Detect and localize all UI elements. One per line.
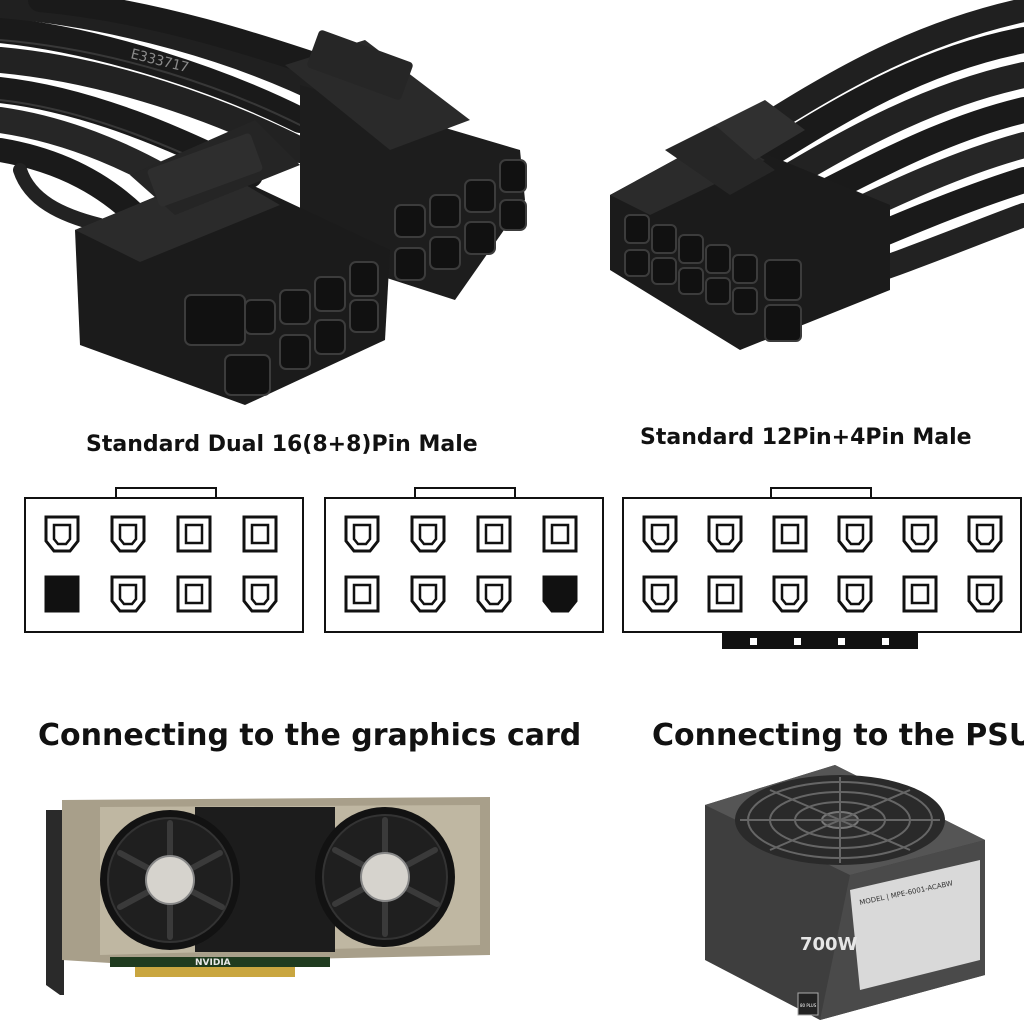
cable-bundle-left — [0, 0, 372, 242]
filled-pin-icon — [44, 575, 80, 613]
mid-8pin-diagram — [324, 497, 604, 633]
psu-caption: Connecting to the PSU — [652, 718, 1024, 753]
d-shaped-pin-icon — [837, 575, 873, 613]
psu-badge-icon — [797, 992, 819, 1016]
sense-pin-strip — [722, 633, 918, 649]
d-shaped-pin-icon — [967, 515, 1003, 553]
sense-pin-hole — [882, 638, 889, 645]
d-shaped-pin-icon — [44, 515, 80, 553]
psu-connector-pins — [624, 214, 802, 342]
mid-8pin-latch — [414, 487, 516, 499]
square-pin-icon — [242, 515, 278, 553]
right-12pin-diagram — [622, 497, 1022, 633]
d-shaped-pin-icon — [344, 515, 380, 553]
square-pin-icon — [542, 515, 578, 553]
filled-pin-icon — [542, 575, 578, 613]
dual-connector-label: Standard Dual 16(8+8)Pin Male — [86, 432, 478, 457]
psu-connector-body — [610, 100, 890, 350]
connector-body-front — [75, 120, 390, 405]
psu-wattage-text: 700W — [800, 934, 858, 955]
fan-right-icon — [315, 807, 455, 947]
d-shaped-pin-icon — [837, 515, 873, 553]
square-pin-icon — [344, 575, 380, 613]
connector-back-pins — [394, 159, 527, 281]
square-pin-icon — [476, 515, 512, 553]
gpu-pcie-contacts — [135, 967, 295, 977]
sense-pin-hole — [838, 638, 845, 645]
d-shaped-pin-icon — [642, 575, 678, 613]
gpu-caption: Connecting to the graphics card — [38, 718, 582, 753]
graphics-card-photo: NVIDIA — [46, 797, 490, 995]
left-8pin-diagram — [24, 497, 304, 633]
d-shaped-pin-icon — [242, 575, 278, 613]
d-shaped-pin-icon — [902, 515, 938, 553]
psu-badge-text: 80 PLUS — [800, 1003, 817, 1008]
gpu-bracket — [46, 810, 64, 995]
d-shaped-pin-icon — [642, 515, 678, 553]
square-pin-icon — [176, 515, 212, 553]
d-shaped-pin-icon — [410, 515, 446, 553]
square-pin-icon — [176, 575, 212, 613]
d-shaped-pin-icon — [410, 575, 446, 613]
gpu-pcb — [110, 957, 330, 967]
psu-spec-label — [850, 860, 980, 990]
psu-photo: 700W MODEL | MPE-6001-ACABW 80 PLUS — [705, 765, 985, 1020]
single-connector-label: Standard 12Pin+4Pin Male — [640, 425, 972, 450]
gpu-brand-text: NVIDIA — [195, 958, 231, 968]
square-pin-icon — [707, 575, 743, 613]
single-connector-photo — [610, 0, 1024, 350]
sense-pin-hole — [750, 638, 757, 645]
d-shaped-pin-icon — [707, 515, 743, 553]
d-shaped-pin-icon — [967, 575, 1003, 613]
d-shaped-pin-icon — [772, 575, 808, 613]
sense-pin-hole — [794, 638, 801, 645]
left-8pin-latch — [115, 487, 217, 499]
connector-front-pins — [184, 261, 379, 396]
psu-fan-icon — [735, 775, 945, 865]
fan-left-icon — [100, 810, 240, 950]
square-pin-icon — [772, 515, 808, 553]
right-12pin-latch — [770, 487, 872, 499]
d-shaped-pin-icon — [110, 575, 146, 613]
square-pin-icon — [902, 575, 938, 613]
d-shaped-pin-icon — [110, 515, 146, 553]
dual-connector-photo: E333717 — [0, 0, 527, 405]
d-shaped-pin-icon — [476, 575, 512, 613]
